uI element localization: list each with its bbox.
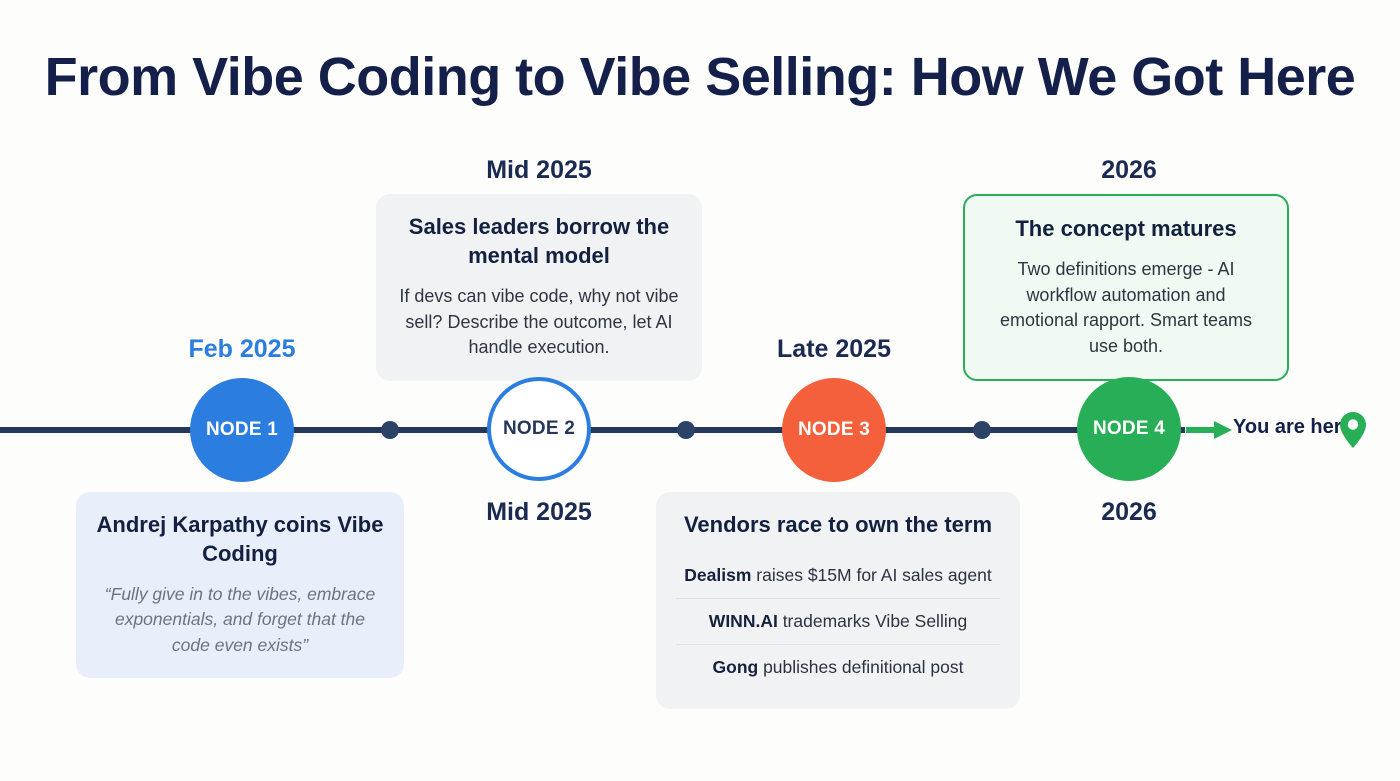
date-label-node-4-above: 2026 — [1101, 156, 1157, 184]
vendor-row: Gong publishes definitional post — [676, 643, 1000, 690]
you-are-here-label: You are here — [1233, 416, 1353, 438]
date-label-node-4-below: 2026 — [1101, 498, 1157, 526]
timeline-connector-dot — [973, 421, 991, 439]
node-4-badge: NODE 4 — [1093, 418, 1165, 439]
card-node-2-title: Sales leaders borrow the mental model — [408, 214, 670, 269]
node-1-badge: NODE 1 — [206, 419, 278, 440]
vendor-row: Dealism raises $15M for AI sales agent — [676, 553, 1000, 598]
card-node-2-body: If devs can vibe code, why not vibe sell… — [399, 286, 679, 358]
date-label-node-2-above: Mid 2025 — [486, 156, 592, 184]
date-label-node-3: Late 2025 — [777, 335, 891, 363]
date-label-node-2-below: Mid 2025 — [486, 498, 592, 526]
timeline-connector-dot — [677, 421, 695, 439]
node-3-badge: NODE 3 — [798, 419, 870, 440]
timeline-node-2[interactable]: NODE 2 — [487, 377, 591, 481]
vendor-text: raises $15M for AI sales agent — [751, 565, 992, 586]
page-title: From Vibe Coding to Vibe Selling: How We… — [44, 47, 1356, 107]
node-2-badge: NODE 2 — [503, 418, 575, 439]
timeline-node-4[interactable]: NODE 4 — [1077, 377, 1181, 481]
timeline-node-3[interactable]: NODE 3 — [782, 378, 886, 482]
vendor-text: trademarks Vibe Selling — [777, 610, 968, 631]
card-node-2: Sales leaders borrow the mental model If… — [376, 194, 702, 381]
card-node-4: The concept matures Two definitions emer… — [963, 194, 1289, 382]
vendor-list: Dealism raises $15M for AI sales agent W… — [676, 553, 1000, 689]
card-node-1-quote: “Fully give in to the vibes, embrace exp… — [104, 584, 376, 655]
card-node-1: Andrej Karpathy coins Vibe Coding “Fully… — [76, 492, 404, 679]
card-node-4-body: Two definitions emerge - AI workflow aut… — [999, 259, 1253, 356]
vendor-row: WINN.AI trademarks Vibe Selling — [676, 597, 1000, 644]
vendor-text: publishes definitional post — [758, 656, 964, 677]
date-label-node-1: Feb 2025 — [188, 335, 296, 363]
arrow-right-icon — [1186, 419, 1232, 441]
timeline-connector-dot — [381, 421, 399, 439]
vendor-name: Dealism — [684, 565, 752, 586]
card-node-4-title: The concept matures — [1015, 216, 1237, 241]
timeline-node-1[interactable]: NODE 1 — [190, 378, 294, 482]
card-node-1-title: Andrej Karpathy coins Vibe Coding — [96, 512, 384, 567]
map-pin-icon — [1339, 411, 1367, 449]
timeline-axis — [0, 427, 1185, 433]
card-node-3: Vendors race to own the term Dealism rai… — [656, 492, 1020, 710]
vendor-name: WINN.AI — [708, 610, 778, 631]
card-node-3-title: Vendors race to own the term — [683, 512, 993, 537]
vendor-name: Gong — [712, 656, 759, 677]
